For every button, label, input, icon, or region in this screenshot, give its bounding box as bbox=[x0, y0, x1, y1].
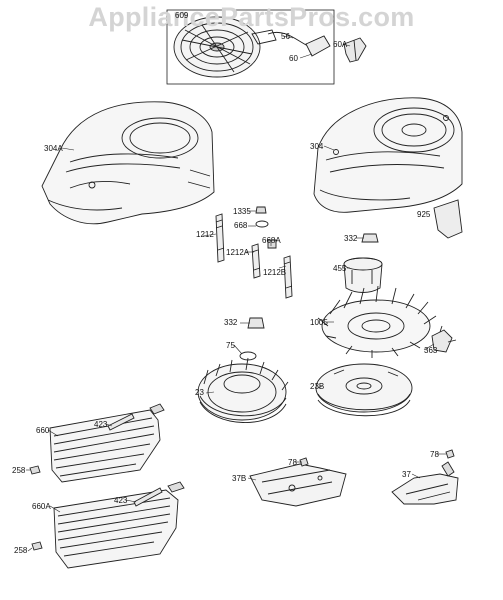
nut-332-left bbox=[247, 317, 265, 329]
screw-78-right bbox=[445, 449, 455, 459]
bracket-37 bbox=[391, 461, 459, 505]
callout-668: 668 bbox=[234, 221, 248, 230]
callout-258-bottom: 258 bbox=[14, 546, 28, 555]
stud-1212B bbox=[283, 255, 293, 299]
cylinder-shield-660 bbox=[49, 409, 161, 483]
callout-332-left: 332 bbox=[224, 318, 238, 327]
callout-60A: 60A bbox=[333, 40, 348, 49]
screw-78-mid bbox=[299, 457, 309, 467]
stud-423-bottom bbox=[133, 487, 163, 507]
bracket-363 bbox=[431, 325, 457, 353]
stud-1212A bbox=[251, 243, 261, 279]
callout-1212: 1212 bbox=[196, 230, 214, 239]
clip-shield-bottom bbox=[167, 481, 185, 493]
clip-shield-top bbox=[149, 403, 165, 415]
stud-and-nut-set bbox=[215, 206, 293, 299]
callout-258-top: 258 bbox=[12, 466, 26, 475]
callout-1335: 1335 bbox=[233, 207, 251, 216]
stud-423-top bbox=[107, 413, 135, 431]
callout-925: 925 bbox=[417, 210, 431, 219]
blower-housing-304A bbox=[41, 101, 215, 225]
nut-332-top bbox=[361, 233, 379, 243]
blower-housing-304 bbox=[313, 97, 463, 213]
fan-retainer-cup-455 bbox=[343, 257, 383, 293]
rewind-starter-assembly bbox=[173, 16, 277, 78]
flywheel-23B bbox=[315, 363, 413, 417]
callout-60: 60 bbox=[289, 54, 298, 63]
callout-23: 23 bbox=[195, 388, 204, 397]
callout-1212A: 1212A bbox=[226, 248, 250, 257]
callout-660: 660 bbox=[36, 426, 50, 435]
callout-332-top: 332 bbox=[344, 234, 358, 243]
starter-rope bbox=[267, 32, 309, 47]
callout-78-right: 78 bbox=[430, 450, 439, 459]
callout-75: 75 bbox=[226, 341, 235, 350]
callout-78-mid: 78 bbox=[288, 458, 297, 467]
rewind-starter-group bbox=[166, 9, 367, 85]
callout-423-top: 423 bbox=[94, 420, 108, 429]
cylinder-shield-660A bbox=[53, 489, 179, 569]
nut-1335 bbox=[255, 206, 267, 214]
callout-23B: 23B bbox=[310, 382, 325, 391]
washer-668 bbox=[255, 220, 269, 228]
callout-37: 37 bbox=[402, 470, 411, 479]
callout-455: 455 bbox=[333, 264, 347, 273]
air-guide-925 bbox=[433, 199, 463, 239]
callout-304A: 304A bbox=[44, 144, 63, 153]
callout-423-bottom: 423 bbox=[114, 496, 128, 505]
flywheel-23 bbox=[197, 357, 289, 423]
plate-37B bbox=[249, 463, 347, 507]
callout-37B: 37B bbox=[232, 474, 247, 483]
screw-258-top bbox=[29, 465, 41, 475]
washer-668A bbox=[267, 239, 277, 249]
callout-1005: 1005 bbox=[310, 318, 328, 327]
callout-668A: 668A bbox=[262, 236, 281, 245]
callout-56: 56 bbox=[281, 32, 290, 41]
watermark-text: AppliancePartsPros.com bbox=[88, 2, 415, 32]
callout-363: 363 bbox=[424, 346, 438, 355]
leader-lines bbox=[26, 35, 446, 552]
callout-304: 304 bbox=[310, 142, 324, 151]
callout-1212B: 1212B bbox=[263, 268, 287, 277]
callout-609: 609 bbox=[175, 11, 189, 20]
starter-handle bbox=[305, 35, 331, 57]
cooling-fan-1005 bbox=[317, 285, 437, 358]
screw-258-bottom bbox=[31, 541, 43, 551]
callout-660A: 660A bbox=[32, 502, 51, 511]
